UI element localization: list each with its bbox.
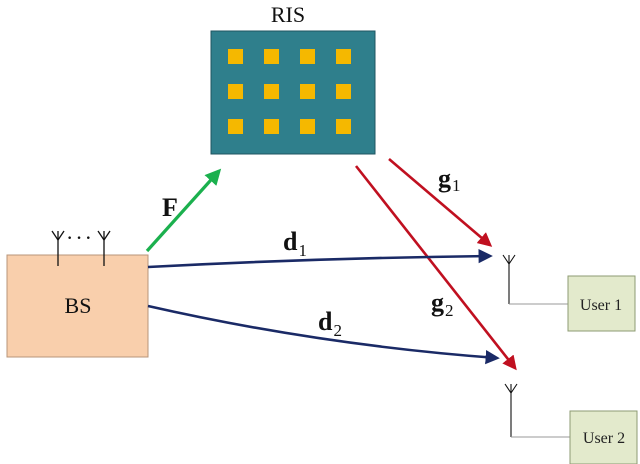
arrow-g2 [354,165,517,371]
user1-box [567,275,636,332]
arrow-d1 [147,248,493,269]
label-g2-sub: 2 [445,301,454,320]
ris-element [336,84,351,99]
label-g1-sub: 1 [452,176,461,195]
ris-element [264,119,279,134]
bs-antenna-dots: ··· [66,225,94,250]
label-d1-symbol: d [283,227,298,256]
ris-element [264,49,279,64]
label-d2: d2 [318,307,342,340]
label-d2-symbol: d [318,307,333,336]
label-f-symbol: F [162,193,178,222]
bs-box [6,254,149,358]
ris-element [336,119,351,134]
ris-element [264,84,279,99]
bs-antenna-right-icon [97,230,111,266]
label-g1-symbol: g [438,164,451,193]
label-g2-symbol: g [431,288,444,317]
label-f: F [162,193,178,222]
label-d1: d1 [283,227,307,260]
bs-antenna-left-icon [51,230,65,266]
user1-antenna-icon [502,254,568,305]
ris-element [336,49,351,64]
label-d1-sub: 1 [298,241,307,260]
ris-element [228,84,243,99]
ris-element [228,49,243,64]
label-g1: g1 [438,164,461,195]
ris-element [228,119,243,134]
arrow-g1 [388,158,493,247]
bs-label: BS [65,293,92,318]
ris-element [300,84,315,99]
user1-label: User 1 [580,297,622,314]
label-g2: g2 [431,288,454,320]
user2-box [569,410,638,464]
arrow-d2 [147,304,500,365]
user2-label: User 2 [583,430,625,447]
user2-antenna-icon [504,383,570,438]
ris-element-grid [228,49,351,134]
arrow-f [145,168,222,253]
label-d2-sub: 2 [333,321,342,340]
ris-element [300,49,315,64]
ris-label: RIS [271,2,305,27]
ris-element [300,119,315,134]
